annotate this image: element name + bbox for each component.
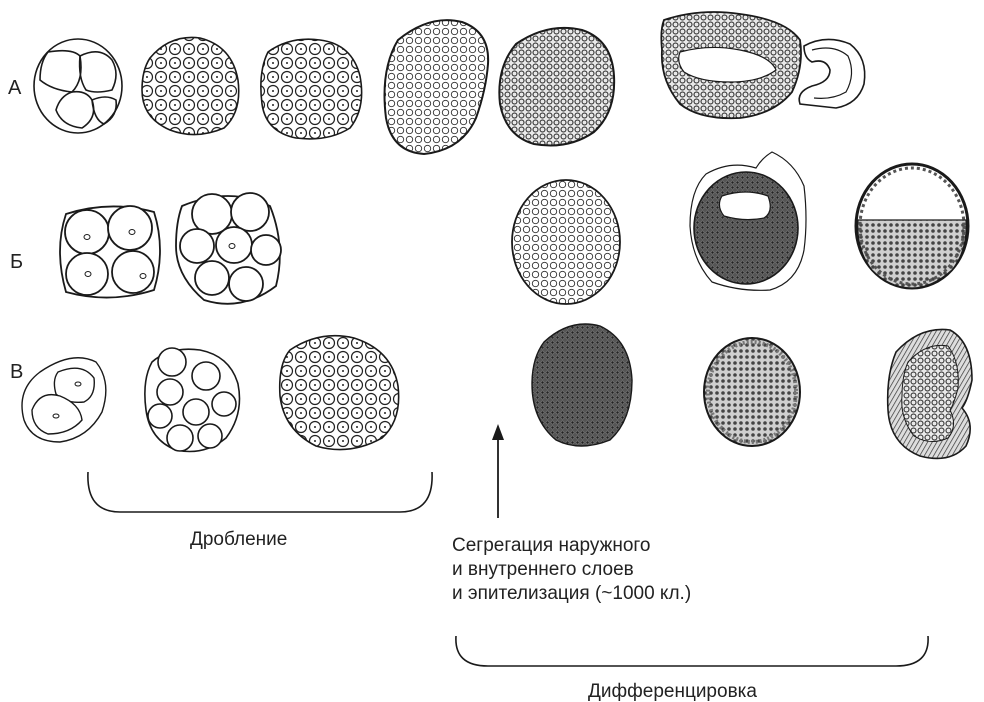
row-b-embryos xyxy=(60,152,968,304)
row-label-b: Б xyxy=(10,251,23,273)
embryo-a-5 xyxy=(499,28,614,146)
differentiation-caption: Дифференцировка xyxy=(588,681,757,702)
embryo-b-3 xyxy=(512,180,620,304)
embryo-b-5 xyxy=(856,164,968,288)
differentiation-bracket xyxy=(456,636,928,666)
embryo-b-1 xyxy=(60,206,160,298)
embryo-v-5 xyxy=(704,338,800,446)
embryo-v-3 xyxy=(280,336,399,450)
embryo-v-1 xyxy=(22,358,106,442)
row-label-a: А xyxy=(8,77,22,99)
embryo-v-4 xyxy=(532,324,632,446)
embryo-b-4 xyxy=(690,152,806,290)
segregation-caption-line-2: и внутреннего слоев xyxy=(452,559,634,580)
embryo-a-4 xyxy=(385,20,489,154)
embryo-v-2 xyxy=(145,348,240,452)
embryo-a-1 xyxy=(34,39,122,133)
segregation-caption-line-3: и эпителизация (~1000 кл.) xyxy=(452,583,691,604)
embryo-a-6 xyxy=(661,12,864,118)
embryo-a-3 xyxy=(261,39,362,139)
embryo-a-2 xyxy=(142,37,239,134)
cleavage-bracket xyxy=(88,472,432,512)
embryo-v-6 xyxy=(888,329,972,458)
cleavage-caption: Дробление xyxy=(190,529,287,550)
segregation-arrow xyxy=(492,424,504,518)
row-a-embryos xyxy=(34,12,865,154)
row-label-v: В xyxy=(10,361,23,383)
embryo-b-2 xyxy=(176,193,281,304)
segregation-caption-line-1: Сегрегация наружного xyxy=(452,535,650,556)
